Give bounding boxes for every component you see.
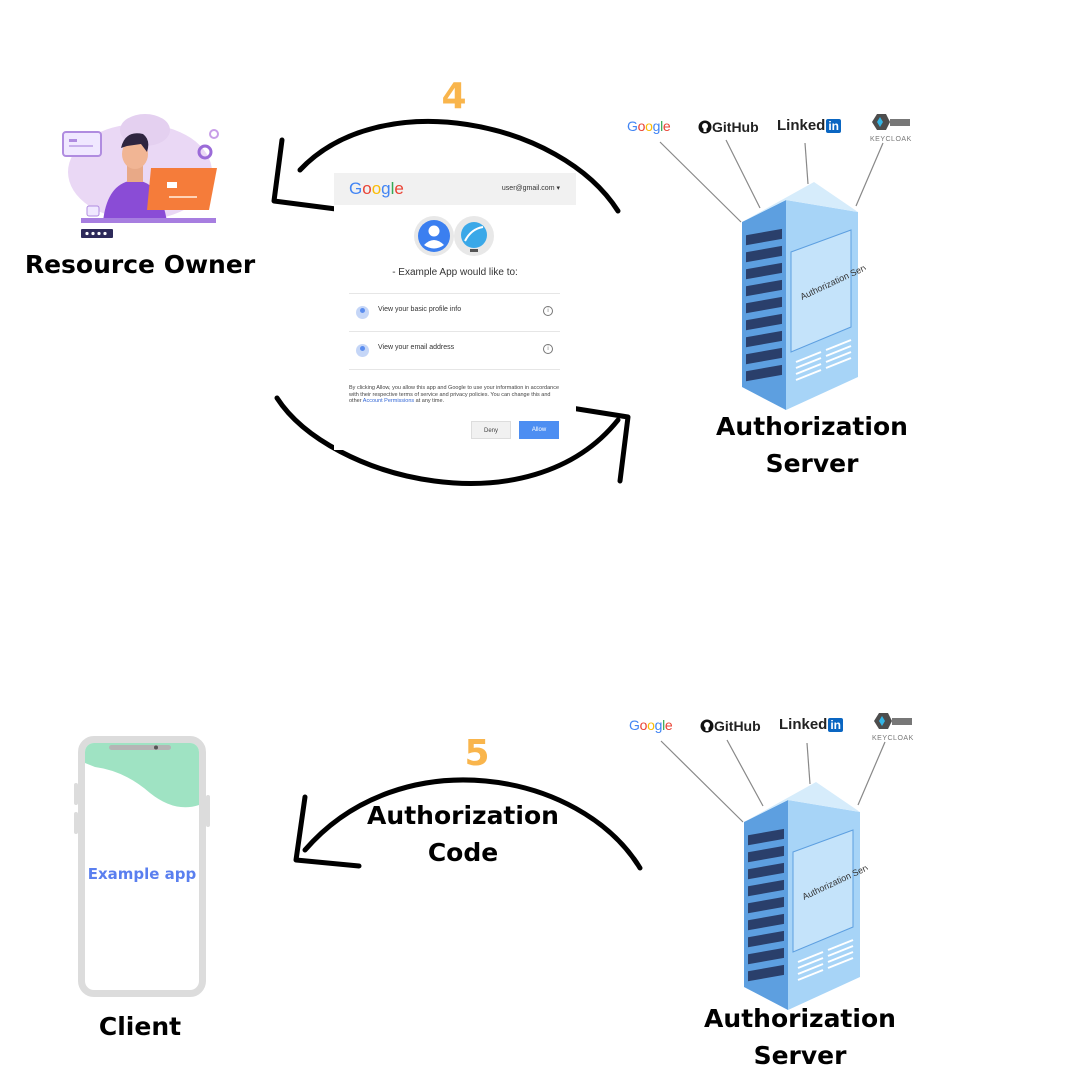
consent-screen: Google user@gmail.com ▾ - Example App wo… [334, 173, 576, 450]
keycloak-icon [874, 713, 912, 729]
app-globe-icon [454, 216, 494, 256]
arrow-owner-to-server [274, 395, 621, 486]
authorization-server-rack: Authorization Server [744, 782, 868, 1010]
keycloak-provider-logo: KEYCLOAK [870, 113, 915, 143]
github-icon [700, 719, 714, 733]
authorization-code-label: Authorization Code [367, 801, 559, 867]
github-icon [698, 120, 712, 134]
info-icon[interactable]: i [543, 306, 553, 316]
consent-title: - Example App would like to: [392, 267, 518, 278]
provider-lines-top [659, 139, 884, 223]
account-permissions-link[interactable]: Account Permissions [362, 398, 415, 405]
arrow-server-to-owner [297, 119, 621, 214]
resource-owner-illustration [62, 114, 219, 238]
scope-label: View your basic profile info [378, 306, 462, 313]
resource-owner-label: Resource Owner [24, 250, 256, 279]
step-5-number: 5 [464, 733, 490, 774]
client-phone: Example app [78, 736, 206, 997]
arrow-code-to-client [302, 777, 643, 871]
provider-lines-bottom [660, 739, 886, 823]
phone-wave-decoration [85, 743, 199, 808]
allow-button[interactable]: Allow [519, 421, 559, 439]
keycloak-icon [872, 114, 910, 130]
arrow-owner-to-server-head [562, 404, 631, 484]
info-icon[interactable]: i [543, 344, 553, 354]
client-app-name: Example app [87, 865, 197, 883]
step-4-number: 4 [441, 76, 467, 117]
authorization-server-label: Authorization Server [704, 1004, 896, 1070]
google-logo: Google [349, 179, 404, 198]
phone-side-button [74, 812, 78, 834]
linkedin-badge: in [828, 718, 844, 732]
phone-side-button [74, 783, 78, 805]
google-provider-logo: Google [629, 717, 673, 733]
consent-header: Google user@gmail.com ▾ [334, 173, 576, 205]
google-provider-logo: Google [627, 118, 671, 134]
linkedin-badge: in [826, 119, 842, 133]
deny-button[interactable]: Deny [471, 421, 511, 439]
arrow-code-to-client-head [293, 794, 362, 869]
authorization-server-rack: Authorization Server [742, 182, 866, 410]
consent-disclaimer: By clicking Allow, you allow this app an… [349, 385, 560, 405]
account-avatar-icon [414, 216, 454, 256]
github-provider-logo: GitHub [698, 119, 759, 137]
email-scope-icon [356, 344, 369, 357]
scope-row-email[interactable]: View your email address i [349, 331, 560, 369]
phone-side-button [206, 795, 210, 827]
keycloak-provider-logo: KEYCLOAK [872, 712, 917, 742]
authorization-server-label: Authorization Server [716, 412, 908, 478]
profile-scope-icon [356, 306, 369, 319]
client-label: Client [98, 1012, 182, 1041]
arrow-server-to-owner-head [271, 137, 339, 212]
consent-user-account[interactable]: user@gmail.com ▾ [501, 185, 560, 192]
scope-label: View your email address [378, 344, 455, 351]
scope-divider [349, 369, 560, 370]
github-provider-logo: GitHub [700, 718, 761, 736]
scope-row-profile[interactable]: View your basic profile info i [349, 293, 560, 331]
